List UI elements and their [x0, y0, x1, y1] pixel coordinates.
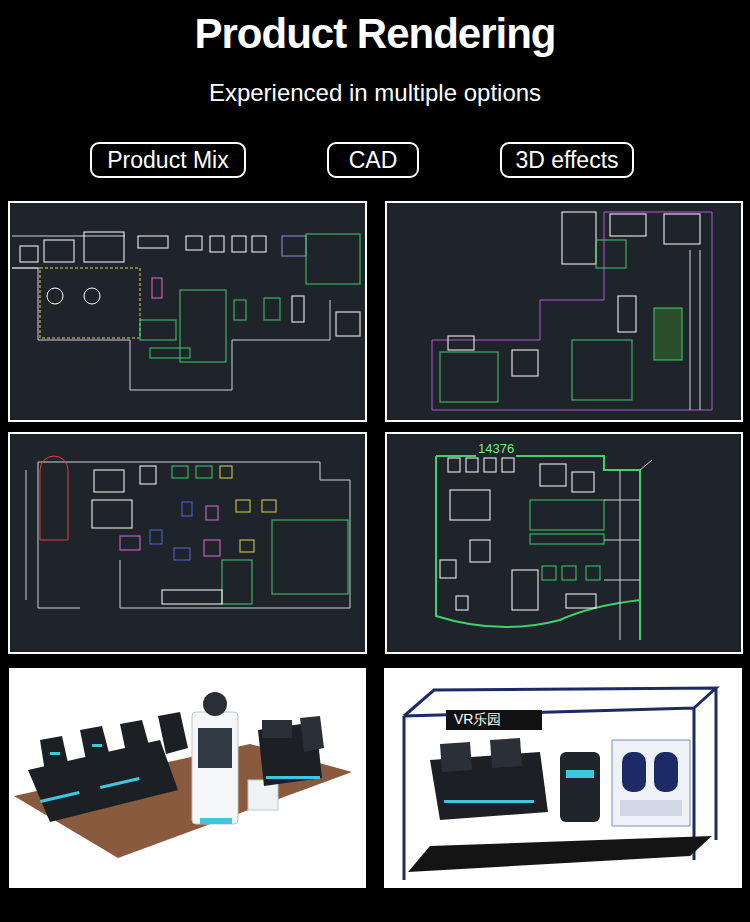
- option-pill: 3D effects: [500, 142, 634, 178]
- pill-label: CAD: [349, 147, 398, 174]
- subtitle: Experienced in multiple options: [0, 79, 750, 107]
- pill-label: 3D effects: [515, 147, 618, 174]
- page-title: Product Rendering: [0, 10, 750, 58]
- option-pill: Product Mix: [90, 142, 246, 178]
- option-pill: CAD: [327, 142, 419, 178]
- dimension-number: 14376: [476, 441, 516, 457]
- pill-label: Product Mix: [107, 147, 228, 174]
- sign-text: VR乐园: [452, 711, 503, 728]
